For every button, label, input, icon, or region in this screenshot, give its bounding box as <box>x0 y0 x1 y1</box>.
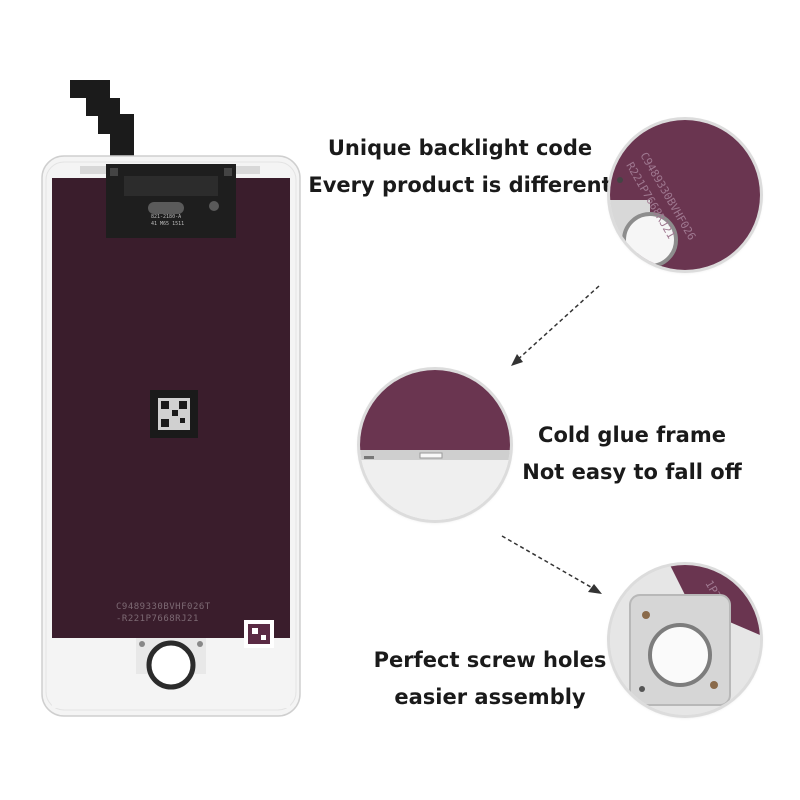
callout-glue-frame-line1: Cold glue frame <box>538 423 726 447</box>
panel-serial-line2: -R221P7668RJ21 <box>116 614 199 624</box>
lcd-assembly-photo: 821-2180-A 41 M65 1511 C9489330BVHF026T … <box>40 78 302 718</box>
bracket-label: 821-2180-A 41 M65 1511 <box>151 214 184 228</box>
callout-screw-holes: Perfect screw holes easier assembly <box>360 642 620 716</box>
zoom-circle-screw-holes: 1P7668 <box>610 565 760 715</box>
callout-glue-frame-line2: Not easy to fall off <box>522 460 742 484</box>
callout-screw-holes-line2: easier assembly <box>394 685 586 709</box>
zoom-circle-backlight-code: C9489330BVHF026 R221P7668RJ21 <box>610 120 760 270</box>
callout-backlight-line1: Unique backlight code <box>327 136 593 160</box>
zoom-circle-glue-frame <box>360 370 510 520</box>
bracket-label-line1: 821-2180-A <box>151 214 182 220</box>
lcd-assembly-drawing <box>41 80 301 717</box>
callout-glue-frame: Cold glue frame Not easy to fall off <box>512 417 752 491</box>
panel-serial-line1: C9489330BVHF026T <box>116 602 211 612</box>
arrow-to-glue-frame <box>511 285 600 366</box>
arrow-to-screw-holes <box>501 535 602 594</box>
bracket-label-line2: 41 M65 1511 <box>151 221 185 227</box>
callout-backlight-line2: Every product is different <box>308 173 612 197</box>
home-button-hole <box>146 640 196 690</box>
zoom-screw-holes-drawing: 1P7668 <box>610 565 760 715</box>
callout-screw-holes-line1: Perfect screw holes <box>373 648 607 672</box>
zoom-backlight-drawing: C9489330BVHF026 R221P7668RJ21 <box>610 120 760 270</box>
callout-backlight-code: Unique backlight code Every product is d… <box>300 130 620 204</box>
flex-cable <box>70 80 134 174</box>
zoom-glue-frame-drawing <box>360 370 510 520</box>
panel-serial: C9489330BVHF026T -R221P7668RJ21 <box>116 601 211 625</box>
